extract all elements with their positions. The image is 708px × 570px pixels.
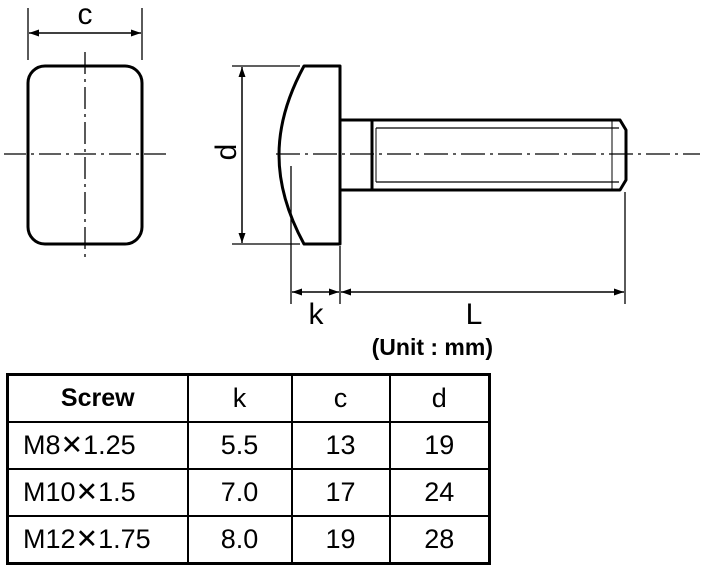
head-side-view: c: [4, 0, 166, 258]
header-screw: Screw: [6, 373, 189, 423]
header-c: c: [290, 373, 391, 423]
L-label: L: [466, 298, 483, 331]
cell-d: 28: [388, 515, 491, 565]
c-label: c: [78, 0, 93, 31]
cell-c: 13: [290, 421, 391, 470]
unit-note: (Unit : mm): [371, 334, 493, 360]
cell-d: 19: [388, 421, 491, 470]
screw-drawing: c d: [4, 0, 700, 331]
cell-screw: M8✕1.25: [6, 421, 189, 470]
cell-k: 7.0: [186, 468, 293, 517]
header-k: k: [186, 373, 293, 423]
bolt-neck: [340, 118, 372, 192]
bolt-shank: [370, 118, 628, 192]
cell-screw: M10✕1.5: [6, 468, 189, 517]
bolt-head: [277, 64, 342, 246]
cell-screw: M12✕1.75: [6, 515, 189, 565]
cell-k: 8.0: [186, 515, 293, 565]
cell-c: 19: [290, 515, 391, 565]
cell-c: 17: [290, 468, 391, 517]
d-label: d: [210, 144, 243, 161]
cell-k: 5.5: [186, 421, 293, 470]
k-label: k: [309, 298, 325, 331]
table-row: M8✕1.25 5.5 13 19: [6, 421, 491, 470]
bolt-front-view: d k L: [210, 64, 700, 331]
cell-d: 24: [388, 468, 491, 517]
header-d: d: [388, 373, 491, 423]
table-row: M10✕1.5 7.0 17 24: [6, 468, 491, 517]
dimension-table: Screw k c d M8✕1.25 5.5 13 19 M10✕1.5 7.…: [6, 373, 491, 565]
table-header-row: Screw k c d: [6, 373, 491, 423]
table-row: M12✕1.75 8.0 19 28: [6, 515, 491, 565]
